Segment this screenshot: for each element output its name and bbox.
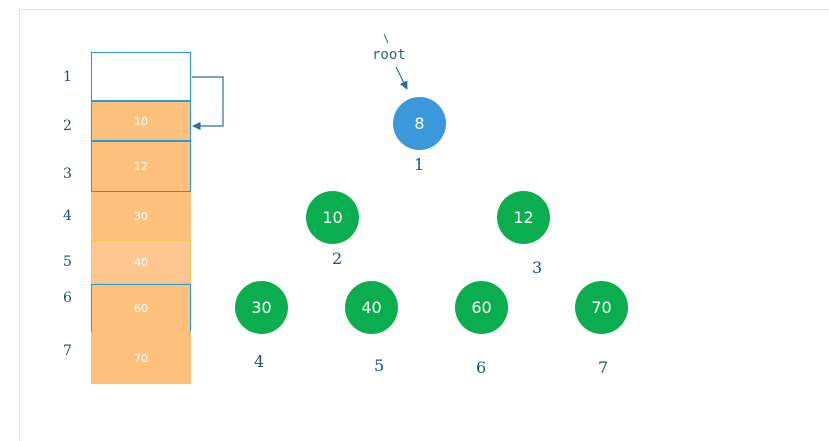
tree-node-6: 60 xyxy=(455,281,508,334)
root-arrow xyxy=(395,66,408,90)
tree-node-5: 40 xyxy=(345,281,398,334)
array-index-1: 1 xyxy=(63,69,72,85)
array-index-4: 4 xyxy=(63,208,72,224)
array-index-5: 5 xyxy=(63,254,72,270)
tree-node-4: 30 xyxy=(235,281,288,334)
tree-node-index-6: 6 xyxy=(476,358,487,377)
root-tick xyxy=(383,33,389,44)
array-cell-7: 70 xyxy=(91,332,191,384)
array-cell-2: 10 xyxy=(91,101,191,141)
root-label: root xyxy=(372,47,406,63)
tree-node-index-3: 3 xyxy=(532,258,543,277)
array-index-2: 2 xyxy=(63,118,72,134)
tree-node-index-4: 4 xyxy=(254,352,265,371)
array-cell-5: 40 xyxy=(91,240,191,284)
tree-node-2: 10 xyxy=(306,191,359,244)
tree-node-root: 8 xyxy=(393,97,446,150)
array-index-3: 3 xyxy=(63,166,72,182)
array-cell-6: 60 xyxy=(91,284,191,332)
array-index-6: 6 xyxy=(63,290,72,306)
index-pointer-arrow xyxy=(192,76,224,131)
tree-node-7: 70 xyxy=(575,281,628,334)
tree-node-3: 12 xyxy=(497,191,550,244)
array-cell-1 xyxy=(91,52,191,101)
tree-node-index-7: 7 xyxy=(598,358,609,377)
tree-node-index-1: 1 xyxy=(414,155,425,174)
array-cell-4: 30 xyxy=(91,192,191,240)
array-index-7: 7 xyxy=(63,343,72,359)
array-cell-3: 12 xyxy=(91,141,191,192)
tree-node-index-5: 5 xyxy=(374,356,385,375)
tree-node-index-2: 2 xyxy=(332,249,343,268)
